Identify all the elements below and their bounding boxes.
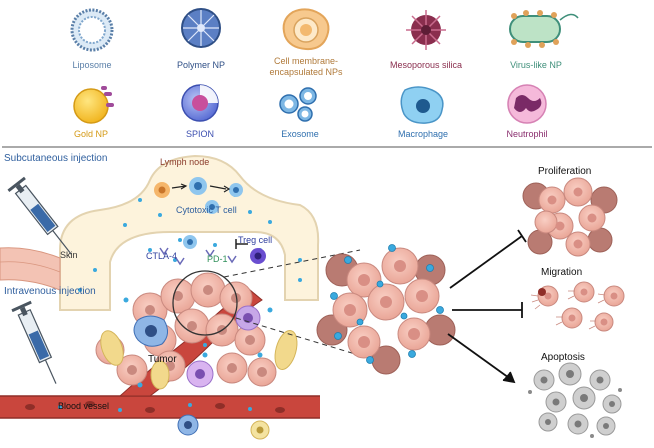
- spion-icon: [181, 84, 219, 122]
- mesoporous-silica-icon: [406, 10, 446, 50]
- virus-like-np-icon: [509, 10, 579, 48]
- gold-np-icon: [73, 86, 114, 124]
- legend-label-polymer-np: Polymer NP: [176, 60, 225, 70]
- legend-label-cell-membrane-np: Cell membrane-encapsulated NPs: [269, 56, 343, 77]
- migration-cells: [530, 281, 625, 332]
- label-lymph-node: Lymph node: [160, 157, 210, 167]
- label-ctla4: CTLA-4: [146, 251, 178, 261]
- cell-membrane-np-icon: [282, 8, 330, 51]
- outcome-arrows: [447, 229, 527, 384]
- exosome-icon: [279, 87, 317, 122]
- legend-label-exosome: Exosome: [281, 129, 319, 139]
- label-pd1: PD-1: [207, 254, 228, 264]
- subcutaneous-syringe: [7, 176, 72, 255]
- label-cytotoxic-t-cell: Cytotoxic T cell: [176, 205, 237, 215]
- intravenous-syringe: [11, 300, 57, 384]
- skin-layer: [0, 247, 61, 291]
- label-apoptosis: Apoptosis: [541, 352, 585, 363]
- zoomed-tumor-cluster: [316, 244, 456, 375]
- label-migration: Migration: [541, 267, 583, 278]
- legend-label-neutrophil: Neutrophil: [506, 129, 548, 139]
- label-tumor: Tumor: [148, 354, 177, 365]
- legend-label-gold-np: Gold NP: [73, 129, 108, 139]
- label-proliferation: Proliferation: [538, 166, 592, 177]
- legend-label-mesoporous-silica: Mesoporous silica: [389, 60, 463, 70]
- liposome-icon: [70, 8, 114, 52]
- lymph-node: [59, 154, 320, 311]
- legend-label-virus-like-np: Virus-like NP: [510, 60, 562, 70]
- label-skin: Skin: [60, 250, 78, 260]
- label-blood-vessel: Blood vessel: [58, 401, 110, 411]
- neutrophil-icon: [507, 84, 547, 124]
- macrophage-icon: [400, 86, 444, 124]
- label-subcutaneous-injection: Subcutaneous injection: [4, 153, 108, 164]
- proliferation-cluster: [522, 177, 618, 257]
- polymer-np-icon: [181, 8, 221, 48]
- legend-label-spion: SPION: [185, 129, 214, 139]
- label-treg-cell: Treg cell: [238, 235, 273, 245]
- legend-label-liposome: Liposome: [72, 60, 112, 70]
- legend-label-macrophage: Macrophage: [397, 129, 449, 139]
- apoptosis-cells: [528, 362, 622, 438]
- label-intravenous-injection: Intravenous injection: [4, 286, 96, 297]
